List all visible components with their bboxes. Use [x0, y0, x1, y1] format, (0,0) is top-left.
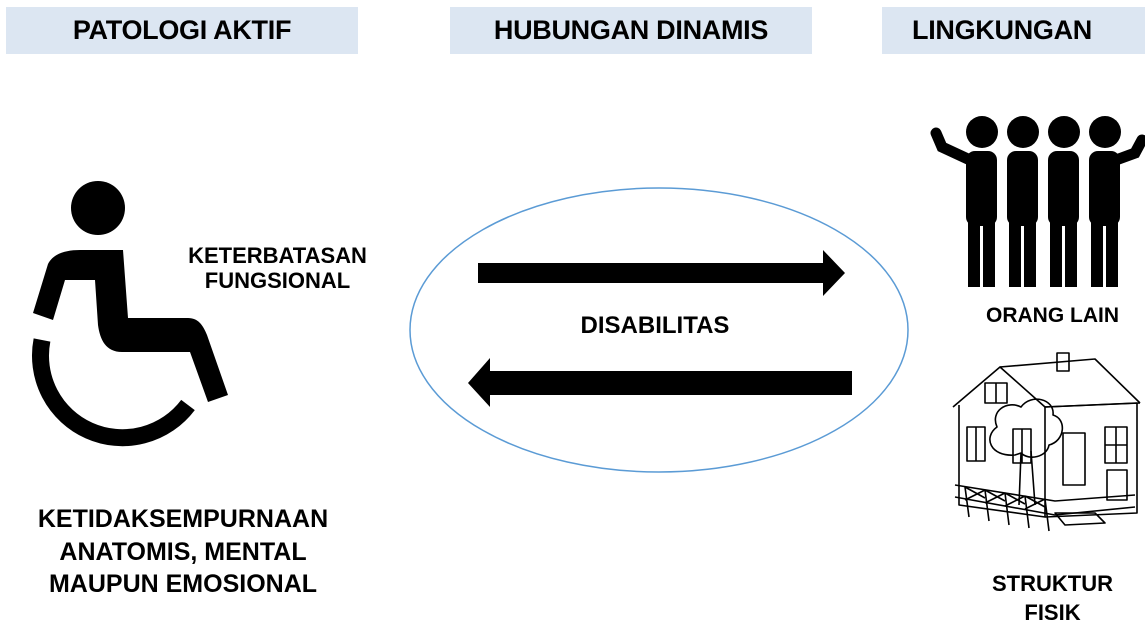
structure-line2: FISIK [1024, 599, 1081, 625]
impairment-line3: MAUPUN EMOSIONAL [48, 570, 318, 598]
people-label: ORANG LAIN [986, 304, 1119, 327]
arrow-left-icon [468, 358, 852, 407]
header-left-label: PATOLOGI AKTIF [72, 15, 292, 45]
impairment-line1: KETIDAKSEMPURNAAN [37, 505, 329, 533]
header-lingkungan: LINGKUNGAN [882, 7, 1145, 54]
header-middle-label: HUBUNGAN DINAMIS [493, 15, 769, 45]
disability-label: DISABILITAS [580, 312, 730, 339]
dynamic-relationship-diagram [409, 187, 909, 473]
header-hubungan-dinamis: HUBUNGAN DINAMIS [450, 7, 812, 54]
people-group-icon [930, 116, 1145, 287]
header-patologi-aktif: PATOLOGI AKTIF [6, 7, 358, 54]
disability-ellipse [409, 187, 909, 473]
functional-label-line1: KETERBATASAN [188, 243, 367, 268]
functional-label-line2: FUNGSIONAL [204, 268, 351, 294]
header-right-label: LINGKUNGAN [912, 15, 1092, 45]
impairment-line2: ANATOMIS, MENTAL [59, 537, 307, 566]
functional-limitation-label: KETERBATASAN FUNGSIONAL [170, 243, 385, 294]
house-icon [952, 352, 1141, 532]
arrow-right-icon [478, 250, 845, 296]
physical-structure-label: STRUKTUR FISIK [970, 570, 1135, 627]
structure-line1: STRUKTUR [992, 571, 1113, 596]
wheelchair-icon [31, 181, 228, 447]
impairment-label: KETIDAKSEMPURNAAN ANATOMIS, MENTAL MAUPU… [0, 503, 366, 601]
